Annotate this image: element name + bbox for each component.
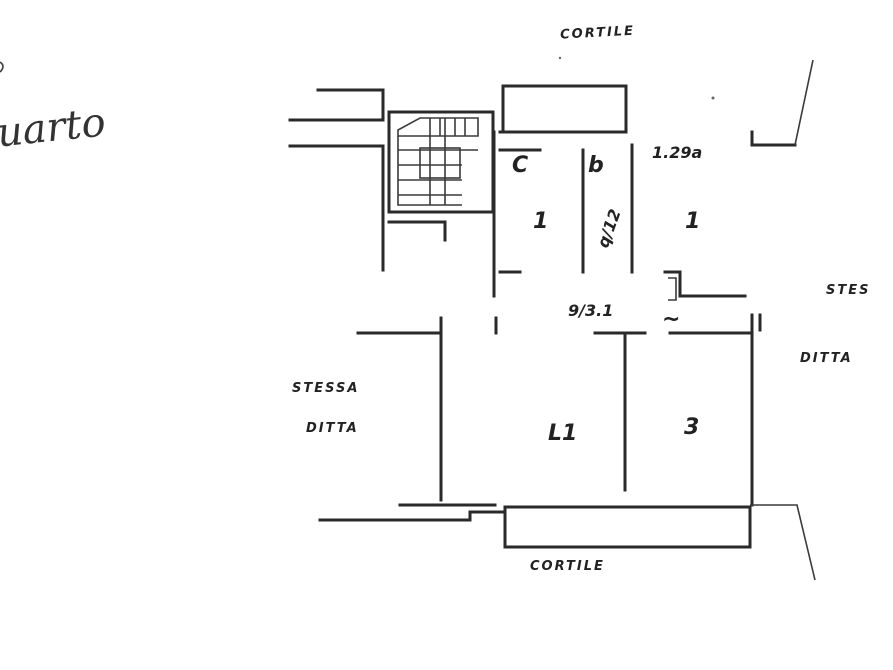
bottom-balcony [503, 505, 752, 549]
room-label-b: b [588, 153, 604, 178]
speck [558, 56, 562, 60]
right-slant-top [794, 59, 814, 146]
room-label-mid: q/12 [593, 207, 624, 251]
right-street-label-2: DITTA [800, 351, 853, 366]
room-label-tilde: ~ [662, 307, 680, 332]
bath-fixture [668, 277, 677, 301]
stairwell [387, 110, 495, 214]
top-block [501, 84, 628, 134]
right-slant-bottom [750, 504, 816, 581]
bottom-ledge [318, 510, 507, 522]
room-label-c: C [512, 153, 528, 178]
top-left-boundary [288, 88, 385, 122]
corner-handwritten-note: uarto [0, 99, 108, 156]
room-label-bottom-right: 3 [684, 415, 699, 440]
left-street-label-1: STESSA [292, 381, 359, 396]
right-street-label-1: STES [826, 283, 870, 298]
left-street-label-2: DITTA [306, 421, 359, 436]
lift-shaft [387, 220, 447, 242]
room-label-1: 1 [533, 209, 548, 234]
room-label-top-right: 1 [685, 209, 700, 234]
top-left-boundary-2 [288, 144, 385, 272]
corner-mark [0, 61, 4, 73]
top-right-room-wall [663, 270, 747, 298]
top-courtyard-label: CORTILE [560, 24, 636, 43]
speck [711, 96, 715, 100]
hall-label: 9/3.1 [568, 301, 613, 320]
room-label-bottom-left: L1 [548, 421, 577, 446]
room-label-top-right-area: 1.29a [652, 143, 702, 162]
right-upper-wall [750, 130, 797, 147]
bottom-courtyard-label: CORTILE [530, 559, 605, 574]
